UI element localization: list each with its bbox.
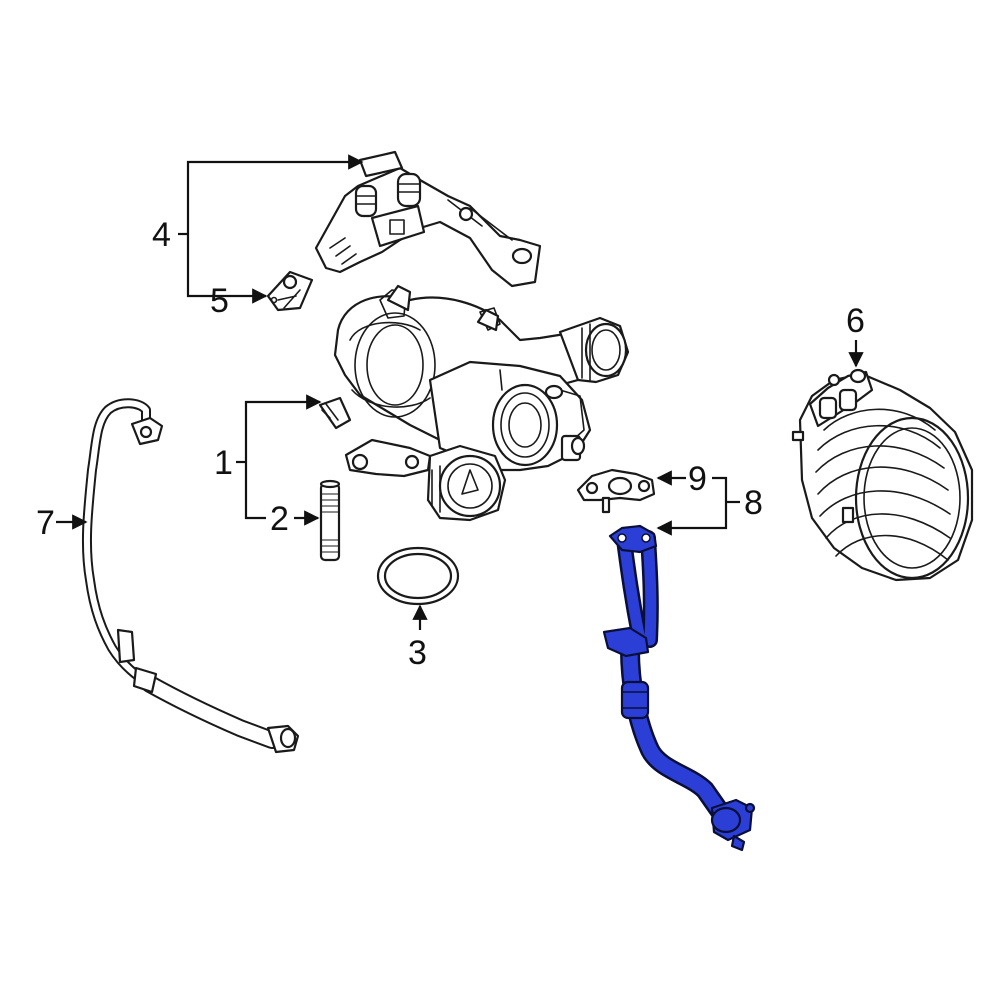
callout-5: 5 bbox=[210, 282, 229, 320]
clip bbox=[266, 270, 314, 312]
callout-label-1: 1 bbox=[214, 444, 233, 482]
stud bbox=[319, 479, 341, 562]
callout-7: 7 bbox=[36, 504, 88, 542]
oil-return-line bbox=[602, 524, 756, 852]
callout-label-5: 5 bbox=[210, 282, 229, 320]
callout-label-7: 7 bbox=[36, 504, 55, 542]
callout-8: 8 bbox=[656, 476, 763, 536]
callout-label-6: 6 bbox=[846, 302, 865, 340]
heat-shield-bracket bbox=[314, 150, 542, 288]
callout-label-2: 2 bbox=[270, 500, 289, 538]
turbocharger bbox=[318, 284, 630, 522]
oil-feed-line bbox=[81, 398, 300, 754]
callout-1: 1 bbox=[214, 394, 322, 520]
callout-label-9: 9 bbox=[688, 460, 707, 498]
intake-duct bbox=[791, 368, 974, 582]
callout-label-3: 3 bbox=[408, 634, 427, 672]
callout-4: 4 bbox=[152, 154, 364, 304]
callout-3: 3 bbox=[408, 604, 428, 672]
callout-2: 2 bbox=[270, 500, 320, 538]
callout-label-4: 4 bbox=[152, 216, 171, 254]
callout-label-8: 8 bbox=[744, 484, 763, 522]
gasket-ring bbox=[376, 546, 460, 606]
flange-gasket bbox=[576, 468, 656, 514]
callout-9: 9 bbox=[656, 460, 707, 498]
callout-6: 6 bbox=[846, 302, 865, 368]
